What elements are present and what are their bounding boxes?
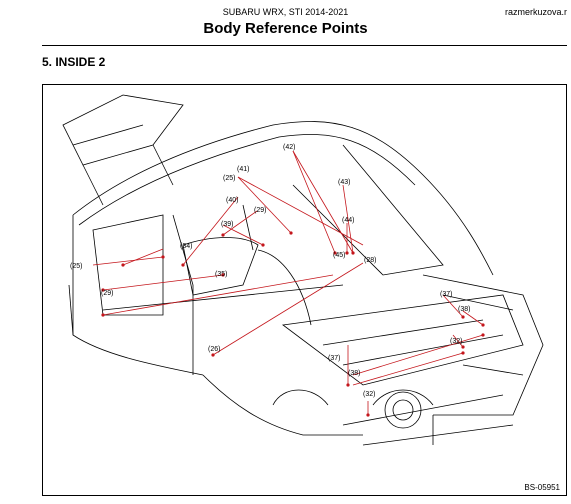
label-44: (44) bbox=[342, 217, 354, 224]
figure-code: BS-05951 bbox=[524, 483, 560, 492]
label-41: (41) bbox=[237, 166, 249, 173]
label-38-bottom: (38) bbox=[348, 370, 360, 377]
label-37-bottom: (37) bbox=[328, 355, 340, 362]
label-37-right: (37) bbox=[440, 291, 452, 298]
header-divider bbox=[42, 45, 567, 46]
label-25-left: (25) bbox=[70, 263, 82, 270]
label-32-bottom: (32) bbox=[363, 391, 375, 398]
reference-labels: (42) (43) (44) (45) (41) (25) (40) (29) … bbox=[70, 144, 470, 398]
label-34: (34) bbox=[180, 243, 192, 250]
label-45: (45) bbox=[333, 252, 345, 259]
label-39: (39) bbox=[221, 221, 233, 228]
label-42: (42) bbox=[283, 144, 295, 151]
label-35: (35) bbox=[215, 271, 227, 278]
label-43: (43) bbox=[338, 179, 350, 186]
label-40: (40) bbox=[226, 197, 238, 204]
car-body-outline bbox=[62, 94, 544, 446]
section-heading: 5. INSIDE 2 bbox=[42, 55, 106, 69]
label-25-top: (25) bbox=[223, 175, 235, 182]
label-29-left: (29) bbox=[101, 290, 113, 297]
reference-leader-lines bbox=[92, 150, 484, 415]
car-body-drawing: (42) (43) (44) (45) (41) (25) (40) (29) … bbox=[62, 94, 544, 446]
label-28-top: (28) bbox=[364, 257, 376, 264]
label-32-right: (32) bbox=[450, 338, 462, 345]
site-watermark: razmerkuzova.r bbox=[504, 7, 567, 17]
document-subtitle: SUBARU WRX, STI 2014-2021 bbox=[222, 7, 349, 17]
figure-frame: (42) (43) (44) (45) (41) (25) (40) (29) … bbox=[42, 84, 567, 496]
label-38-right: (38) bbox=[458, 306, 470, 313]
label-29-top: (29) bbox=[254, 207, 266, 214]
reference-points bbox=[101, 231, 485, 417]
label-26: (26) bbox=[208, 346, 220, 353]
page-title: Body Reference Points bbox=[203, 20, 368, 37]
